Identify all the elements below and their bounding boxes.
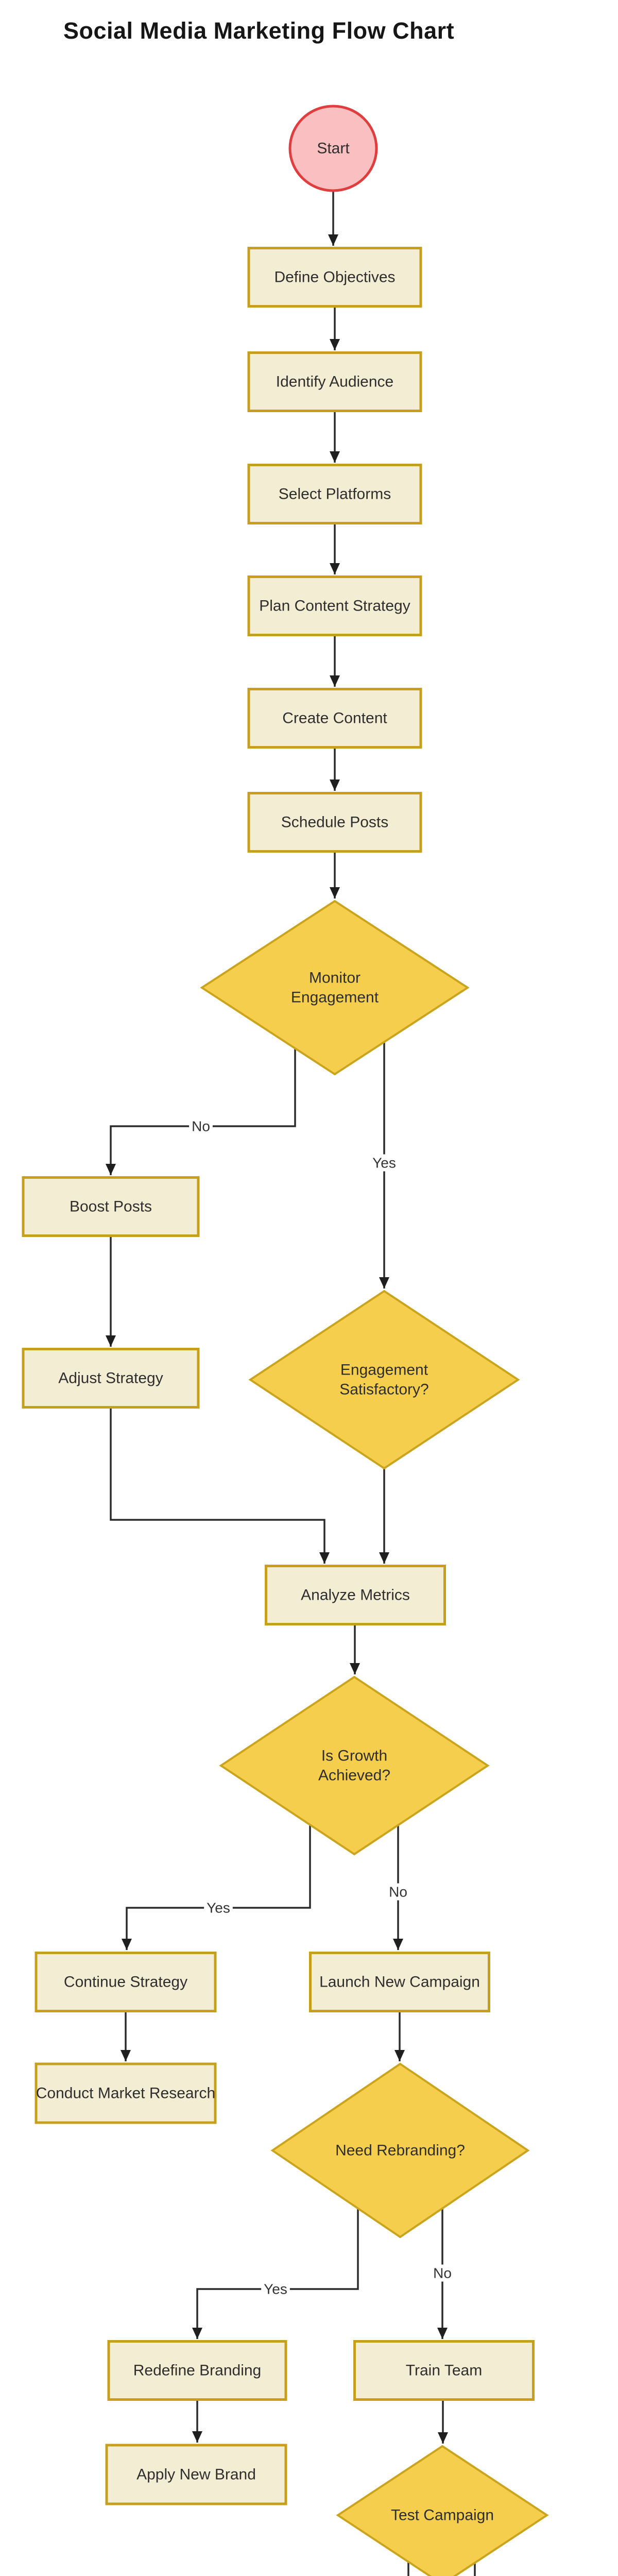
- node-conduct-market-research: Conduct Market Research: [35, 2062, 217, 2124]
- edge-label-no-monitor-engagement: No: [192, 1118, 210, 1134]
- launch-new-campaign-shape: [309, 1952, 490, 2012]
- edge-adjust-strategy-to-analyze-metrics: [110, 1408, 330, 1564]
- conduct-market-research-label: Conduct Market Research: [36, 2085, 216, 2102]
- select-platforms-shape: [247, 464, 422, 524]
- edge-label-bg: [370, 1154, 399, 1172]
- edge-is-growth-achieved-to-continue-strategy: [122, 1825, 311, 1950]
- boost-posts-shape: [22, 1176, 200, 1237]
- edge-label-no-need-rebranding: No: [433, 2265, 452, 2281]
- node-schedule-posts: Schedule Posts: [247, 792, 422, 853]
- select-platforms-label: Select Platforms: [279, 486, 391, 503]
- apply-new-brand-label: Apply New Brand: [136, 2466, 256, 2483]
- edge-labels-layer: NoYesYesNoYesNoNoYes: [189, 1117, 454, 2298]
- need-rebranding-label: Need Rebranding?: [335, 2142, 465, 2159]
- identify-audience-label: Identify Audience: [276, 374, 394, 391]
- test-campaign-shape: [336, 2445, 549, 2576]
- analyze-metrics-shape: [265, 1565, 446, 1625]
- edge-test-campaign-to-optimize-campaign: [407, 2562, 409, 2576]
- is-growth-achieved-shape: [219, 1675, 490, 1856]
- train-team-shape: [353, 2340, 535, 2401]
- node-define-objectives: Define Objectives: [247, 247, 422, 308]
- node-test-campaign: Test Campaign: [336, 2445, 549, 2576]
- create-content-shape: [247, 688, 422, 749]
- node-select-platforms: Select Platforms: [247, 464, 422, 524]
- node-train-team: Train Team: [353, 2340, 535, 2401]
- edge-label-no-is-growth-achieved: No: [389, 1884, 407, 1900]
- test-campaign-label: Test Campaign: [391, 2507, 494, 2524]
- node-boost-posts: Boost Posts: [22, 1176, 200, 1237]
- edge-label-bg: [204, 1899, 233, 1917]
- edge-label-yes-monitor-engagement: Yes: [372, 1155, 396, 1171]
- boost-posts-label: Boost Posts: [70, 1198, 152, 1215]
- apply-new-brand-shape: [105, 2444, 287, 2505]
- conduct-market-research-shape: [35, 2062, 217, 2124]
- monitor-engagement-shape: [200, 900, 470, 1076]
- continue-strategy-label: Continue Strategy: [64, 1974, 187, 1991]
- node-plan-content-strategy: Plan Content Strategy: [247, 575, 422, 636]
- node-continue-strategy: Continue Strategy: [35, 1952, 217, 2012]
- edge-need-rebranding-to-redefine-branding: [192, 2208, 359, 2339]
- schedule-posts-shape: [247, 792, 422, 853]
- redefine-branding-label: Redefine Branding: [133, 2362, 262, 2379]
- identify-audience-shape: [247, 351, 422, 412]
- edge-label-yes-need-rebranding: Yes: [264, 2281, 287, 2297]
- continue-strategy-shape: [35, 1952, 217, 2012]
- train-team-label: Train Team: [406, 2362, 482, 2379]
- redefine-branding-shape: [107, 2340, 287, 2401]
- edge-label-bg: [189, 1117, 213, 1135]
- analyze-metrics-label: Analyze Metrics: [301, 1587, 410, 1604]
- node-adjust-strategy: Adjust Strategy: [22, 1348, 200, 1409]
- node-need-rebranding: Need Rebranding?: [270, 2062, 530, 2239]
- node-identify-audience: Identify Audience: [247, 351, 422, 412]
- plan-content-strategy-shape: [247, 575, 422, 636]
- edge-monitor-engagement-to-boost-posts: [106, 1048, 296, 1175]
- node-redefine-branding: Redefine Branding: [107, 2340, 287, 2401]
- edge-label-yes-is-growth-achieved: Yes: [207, 1900, 230, 1916]
- adjust-strategy-label: Adjust Strategy: [58, 1370, 163, 1387]
- adjust-strategy-shape: [22, 1348, 200, 1409]
- node-create-content: Create Content: [247, 688, 422, 749]
- node-launch-new-campaign: Launch New Campaign: [309, 1952, 490, 2012]
- chart-title: Social Media Marketing Flow Chart: [63, 18, 455, 44]
- start-shape: [288, 105, 378, 192]
- edge-label-bg: [431, 2264, 454, 2282]
- edge-label-bg: [261, 2280, 290, 2298]
- schedule-posts-label: Schedule Posts: [281, 814, 388, 831]
- need-rebranding-shape: [270, 2062, 530, 2239]
- engagement-satisfactory-shape: [248, 1290, 520, 1470]
- node-apply-new-brand: Apply New Brand: [105, 2444, 287, 2505]
- node-analyze-metrics: Analyze Metrics: [265, 1565, 446, 1625]
- create-content-label: Create Content: [282, 710, 387, 727]
- start-label: Start: [317, 140, 350, 157]
- define-objectives-shape: [247, 247, 422, 308]
- edge-label-bg: [386, 1883, 410, 1901]
- launch-new-campaign-label: Launch New Campaign: [319, 1974, 480, 1991]
- node-start: Start: [288, 105, 378, 192]
- plan-content-strategy-label: Plan Content Strategy: [259, 598, 410, 615]
- define-objectives-label: Define Objectives: [274, 269, 395, 286]
